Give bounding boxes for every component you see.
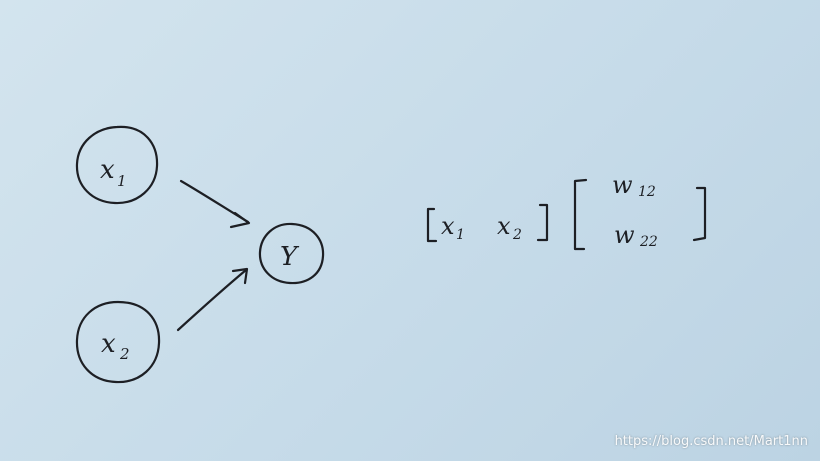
column-vector-left-bracket <box>573 178 588 251</box>
node-x1-circle <box>75 125 159 205</box>
node-y: Y <box>258 222 325 285</box>
row-vector-x2-letter: x <box>497 212 511 240</box>
column-vector-right-bracket <box>692 186 707 242</box>
node-x1-subscript: 1 <box>117 172 127 190</box>
arrow-x1-head <box>229 211 251 229</box>
row-vector-x1-letter: x <box>441 212 455 240</box>
arrow-x1-to-y <box>179 179 251 229</box>
row-vector-right-bracket <box>536 203 549 242</box>
node-y-circle <box>258 222 325 285</box>
column-vector-w22-letter: w <box>614 221 635 249</box>
node-x2-letter: x <box>101 329 116 359</box>
arrow-x2-shaft <box>176 268 248 332</box>
node-y-letter: Y <box>280 242 300 272</box>
column-vector-w22-subscript: 22 <box>639 234 658 250</box>
row-vector: x 1 x 2 <box>426 203 549 243</box>
watermark-url: https://blog.csdn.net/Mart1nn <box>614 434 808 449</box>
row-vector-x2-subscript: 2 <box>512 227 522 243</box>
node-x1-letter: x <box>100 155 115 185</box>
node-x2-circle <box>75 300 161 384</box>
column-vector: w 12 w 22 <box>573 171 707 251</box>
column-vector-w12-letter: w <box>612 171 633 199</box>
arrow-x2-to-y <box>176 267 249 332</box>
node-x1: x 1 <box>75 125 159 205</box>
row-vector-x1-subscript: 1 <box>456 227 465 243</box>
node-x2-subscript: 2 <box>119 345 130 363</box>
row-vector-left-bracket <box>426 207 438 243</box>
column-vector-w12-subscript: 12 <box>638 184 656 200</box>
arrow-x2-head <box>231 267 249 285</box>
node-x2: x 2 <box>75 300 161 384</box>
